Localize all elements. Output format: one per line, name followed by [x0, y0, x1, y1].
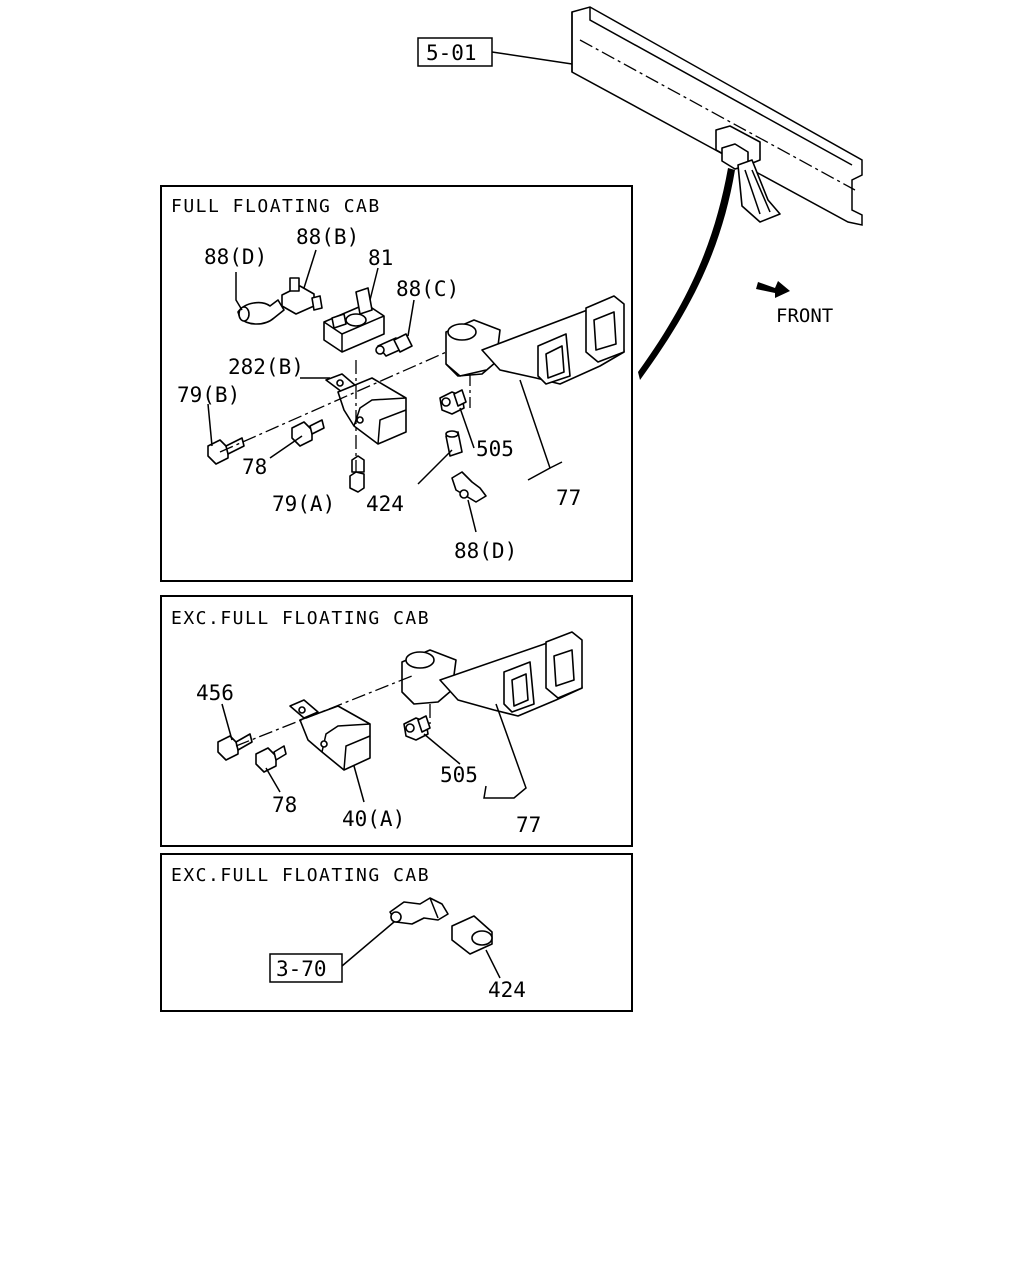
- spacer-424-bottom[interactable]: [451, 915, 493, 955]
- bracket-40a[interactable]: [299, 705, 371, 771]
- cab-mount-arm-77-mid[interactable]: [401, 631, 583, 717]
- bolt-78[interactable]: [291, 419, 325, 447]
- spacer-424[interactable]: [445, 430, 463, 457]
- label-79a: 79(A): [272, 492, 335, 516]
- label-40a: 40(A): [342, 807, 405, 831]
- elbow-fitting-88d-lower[interactable]: [451, 471, 487, 503]
- bolt-79b[interactable]: [207, 437, 245, 465]
- ref-tag-3-70[interactable]: 3-70: [269, 921, 395, 983]
- junction-block-81[interactable]: [323, 287, 385, 353]
- mount-bracket[interactable]: [337, 377, 407, 445]
- tee-fitting-88b[interactable]: [281, 277, 323, 315]
- panel-full-floating-cab: FULL FLOATING CAB: [160, 185, 633, 582]
- label-505-mid: 505: [440, 763, 478, 787]
- label-88d-bottom: 88(D): [454, 539, 517, 563]
- label-424-bottom: 424: [488, 978, 526, 1002]
- label-88c: 88(C): [396, 277, 459, 301]
- label-424-top: 424: [366, 492, 404, 516]
- label-78-top: 78: [242, 455, 267, 479]
- label-77-top: 77: [556, 486, 581, 510]
- frame-ref-label: 5-01: [426, 41, 477, 65]
- elbow-fitting-505[interactable]: [439, 389, 467, 415]
- bolt-78-mid[interactable]: [255, 745, 287, 773]
- panel-top-title: FULL FLOATING CAB: [171, 196, 381, 217]
- panel-exc-full-floating-cab-2: EXC.FULL FLOATING CAB 3-70 424: [160, 853, 633, 1012]
- label-78-mid: 78: [272, 793, 297, 817]
- hose-fitting-88d[interactable]: [237, 299, 285, 325]
- front-label: FRONT: [776, 305, 833, 327]
- plate-mid[interactable]: [289, 699, 319, 719]
- bolt-456[interactable]: [217, 733, 253, 761]
- ref-label-3-70: 3-70: [276, 957, 327, 981]
- label-79b: 79(B): [177, 383, 240, 407]
- label-456: 456: [196, 681, 234, 705]
- panel-mid-title: EXC.FULL FLOATING CAB: [171, 608, 430, 629]
- panel-bot-title: EXC.FULL FLOATING CAB: [171, 865, 430, 886]
- front-indicator: FRONT: [756, 281, 833, 327]
- label-77-mid: 77: [516, 813, 541, 837]
- label-505-top: 505: [476, 437, 514, 461]
- front-arrow-icon: [756, 281, 790, 298]
- panel-exc-full-floating-cab-1: EXC.FULL FLOATING CAB: [160, 595, 633, 847]
- label-88d-top: 88(D): [204, 245, 267, 269]
- detail-pointer: [638, 168, 735, 380]
- frame-rail: [571, 6, 863, 226]
- cab-mount-arm-77[interactable]: [445, 295, 625, 385]
- fitting-88c[interactable]: [375, 333, 413, 357]
- label-81: 81: [368, 246, 393, 270]
- label-282b: 282(B): [228, 355, 304, 379]
- frame-ref-tag[interactable]: 5-01: [417, 37, 573, 67]
- label-88b: 88(B): [296, 225, 359, 249]
- elbow-fitting-3-70[interactable]: [389, 897, 449, 925]
- bolt-79a[interactable]: [349, 455, 365, 493]
- elbow-fitting-505-mid[interactable]: [403, 715, 431, 741]
